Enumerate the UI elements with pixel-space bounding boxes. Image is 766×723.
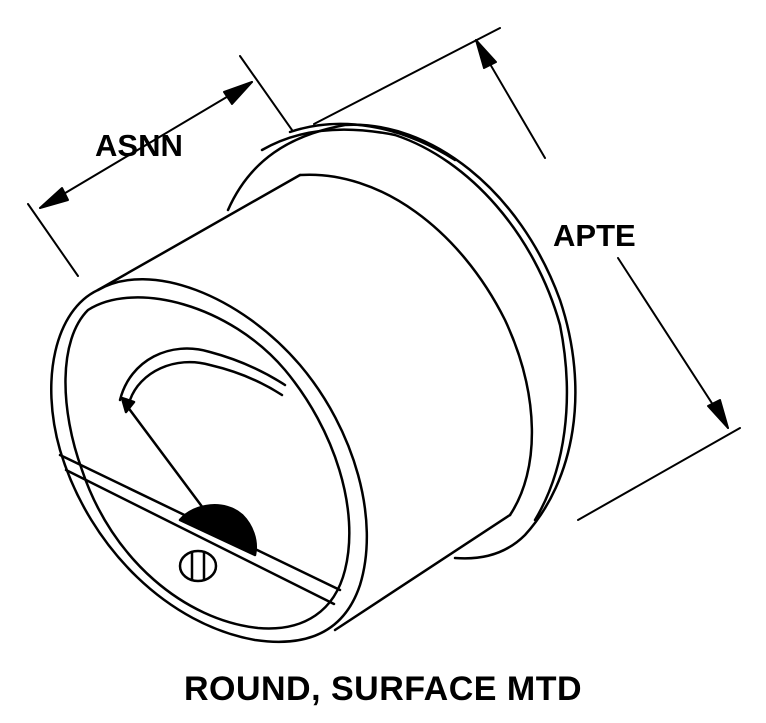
pointer-needle <box>120 396 214 522</box>
dial-face <box>118 347 287 402</box>
zero-adjust-screw <box>178 549 218 583</box>
drawing-caption: ROUND, SURFACE MTD <box>183 670 583 708</box>
apte-dimension-line <box>313 27 741 521</box>
apte-label: APTE <box>553 218 636 253</box>
asnn-label: ASNN <box>95 128 183 163</box>
front-bezel <box>50 277 369 644</box>
asnn-dimension-line <box>27 55 293 277</box>
meter-body <box>96 173 534 632</box>
mounting-flange <box>226 122 577 560</box>
pivot-cap <box>178 504 257 557</box>
